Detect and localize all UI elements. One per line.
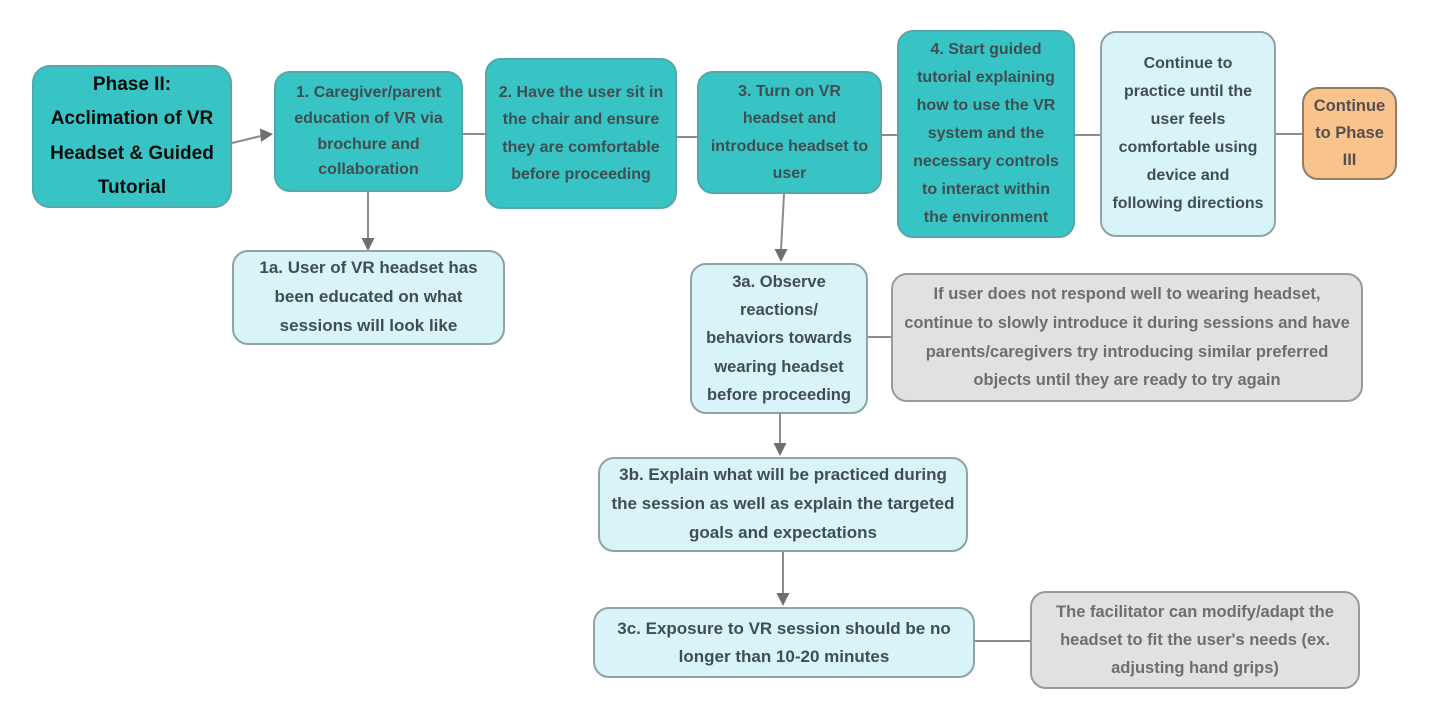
node-note-headset-response: If user does not respond well to wearing… [891,273,1363,402]
arrowhead-step3a-step3b [773,443,787,456]
node-step-4-label: 4. Start guided tutorial explaining how … [913,41,1059,226]
arrowhead-step3-step3a [774,249,788,262]
node-phase-2-label: Phase II: Acclimation of VR Headset & Gu… [50,74,214,198]
arrowhead-step3b-step3c [776,593,790,606]
node-step-3a-label: 3a. Observe reactions/ behaviors towards… [706,273,852,404]
node-continue-phase-3: Continue to Phase III [1302,87,1397,180]
arrowhead-phase2-step1 [260,128,273,142]
node-step-1a: 1a. User of VR headset has been educated… [232,250,505,345]
arrowhead-step1-step1a [361,238,375,251]
node-step-3-label: 3. Turn on VR headset and introduce head… [710,83,869,182]
node-note-facilitator-adapt-label: The facilitator can modify/adapt the hea… [1056,602,1334,678]
node-note-facilitator-adapt: The facilitator can modify/adapt the hea… [1030,591,1360,689]
node-step-2: 2. Have the user sit in the chair and en… [485,58,677,209]
edge-step3-step3a [780,193,785,251]
node-continue-phase-3-label: Continue to Phase III [1313,96,1386,170]
node-phase-2-title: Phase II: Acclimation of VR Headset & Gu… [32,65,232,208]
node-continue-practice-label: Continue to practice until the user feel… [1112,55,1264,212]
node-step-1-label: 1. Caregiver/parent education of VR via … [294,84,443,179]
node-note-headset-response-label: If user does not respond well to wearing… [904,284,1350,390]
node-step-3a: 3a. Observe reactions/ behaviors towards… [690,263,868,414]
node-step-2-label: 2. Have the user sit in the chair and en… [498,84,664,183]
node-step-1a-label: 1a. User of VR headset has been educated… [259,258,478,335]
node-step-3c: 3c. Exposure to VR session should be no … [593,607,975,678]
node-continue-practice: Continue to practice until the user feel… [1100,31,1276,237]
node-step-3b-label: 3b. Explain what will be practiced durin… [611,465,955,542]
node-step-3b: 3b. Explain what will be practiced durin… [598,457,968,552]
node-step-1: 1. Caregiver/parent education of VR via … [274,71,463,192]
edge-phase2-step1 [231,135,262,144]
node-step-3: 3. Turn on VR headset and introduce head… [697,71,882,194]
node-step-3c-label: 3c. Exposure to VR session should be no … [617,619,951,666]
node-step-4: 4. Start guided tutorial explaining how … [897,30,1075,238]
